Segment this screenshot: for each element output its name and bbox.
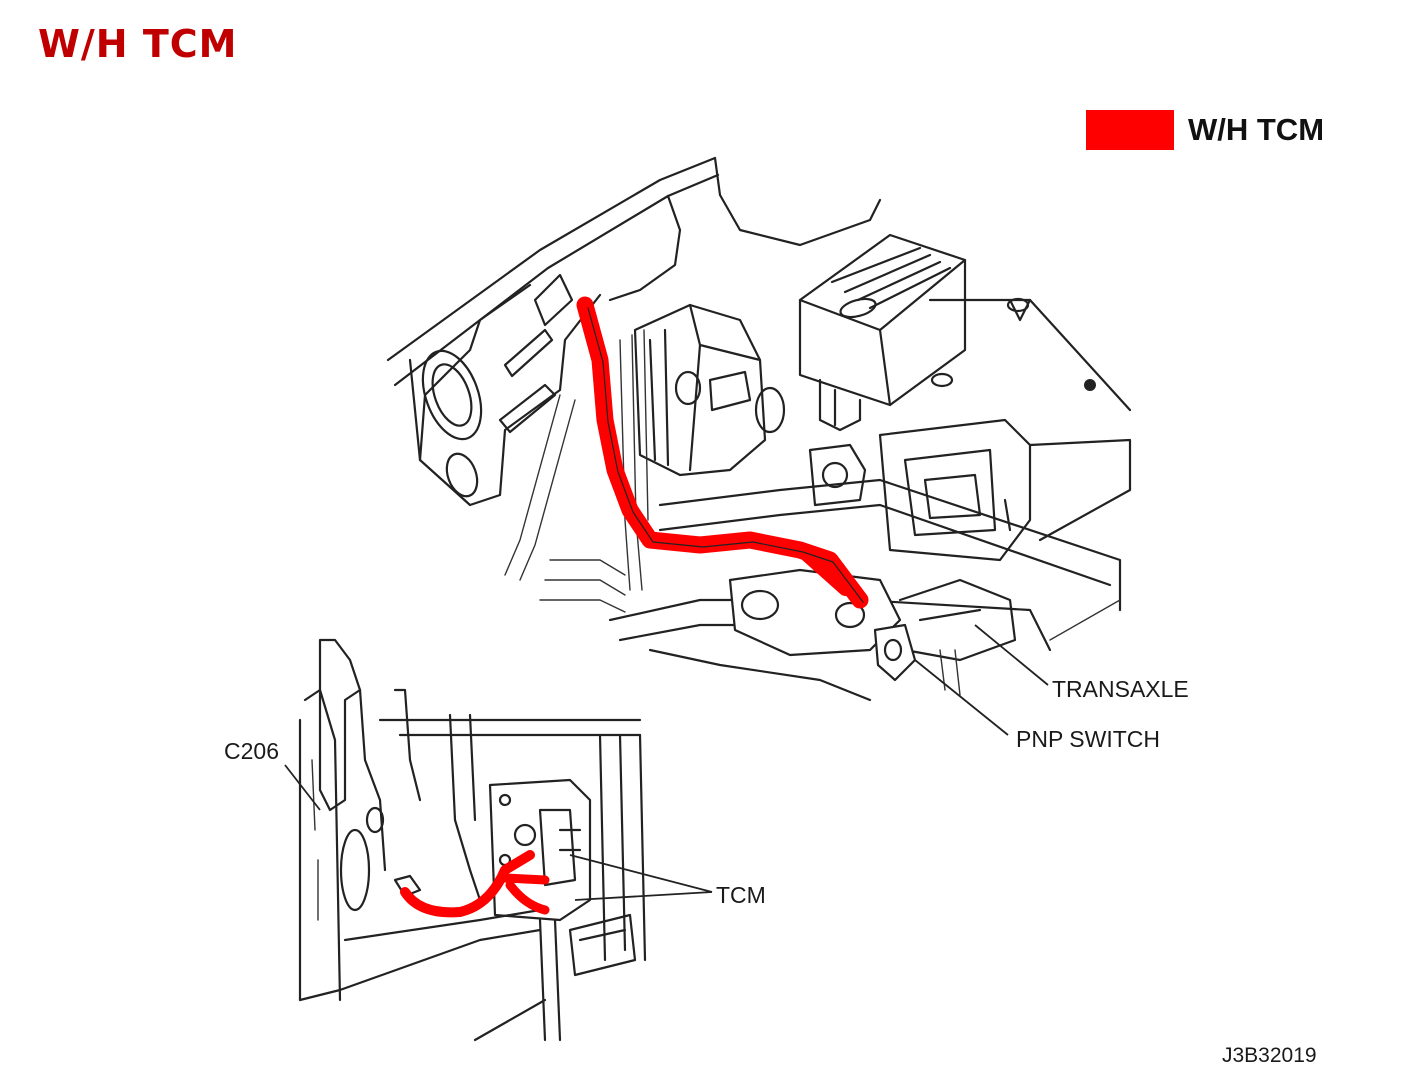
engine-bay-view xyxy=(386,156,1132,702)
figure-code: J3B32019 xyxy=(1222,1044,1317,1067)
transaxle-leader xyxy=(974,624,1049,686)
c206-label: C206 xyxy=(224,738,279,764)
tcm-harness-engine-bay xyxy=(576,296,869,609)
tcm-label: TCM xyxy=(716,882,766,908)
legend-label: W/H TCM xyxy=(1188,112,1325,147)
tcm-leader-2 xyxy=(574,891,713,901)
c206-leader xyxy=(284,764,321,811)
tcm-harness-inset xyxy=(400,850,550,918)
tcm-leader-1 xyxy=(569,854,713,893)
pnp-switch-label: PNP SWITCH xyxy=(1016,726,1160,752)
legend: W/H TCM xyxy=(1086,110,1324,150)
transaxle-label: TRANSAXLE xyxy=(1052,676,1189,702)
pnp-switch-leader xyxy=(914,659,1009,736)
page-title: W/H TCM xyxy=(38,22,238,66)
legend-swatch xyxy=(1086,110,1174,150)
tcm-inset-view xyxy=(298,638,647,1042)
